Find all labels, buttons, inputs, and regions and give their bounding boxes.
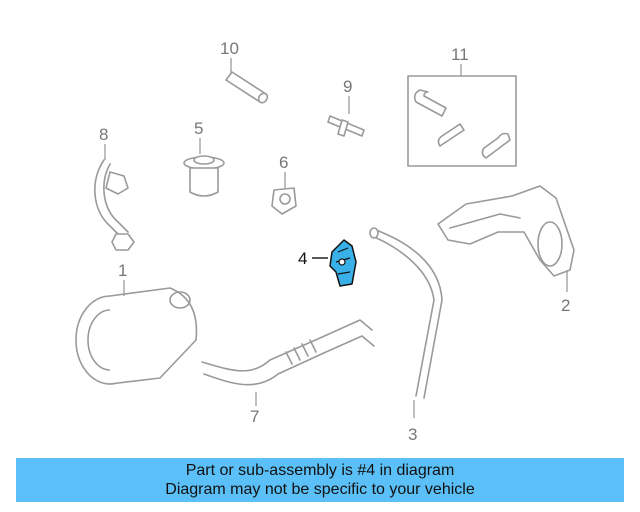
callout-2: 2 [561, 296, 570, 315]
callout-9: 9 [343, 77, 352, 96]
banner-line-2: Diagram may not be specific to your vehi… [165, 481, 475, 498]
callout-6: 6 [279, 153, 288, 172]
part-3-hose[interactable] [369, 227, 443, 399]
callout-3: 3 [408, 425, 417, 444]
part-5-valve[interactable] [183, 155, 225, 197]
part-8-tube[interactable] [94, 159, 135, 251]
callout-1: 1 [118, 261, 127, 280]
callout-7: 7 [250, 407, 259, 426]
part-9-connector[interactable] [327, 115, 365, 137]
part-11-hose-set[interactable] [407, 75, 517, 167]
part-4-bracket-highlighted[interactable] [329, 239, 357, 287]
part-1-air-pump[interactable] [75, 287, 198, 385]
callout-10: 10 [220, 39, 239, 58]
part-2-mount[interactable] [437, 185, 575, 277]
callout-8: 8 [99, 125, 108, 144]
info-banner: Part or sub-assembly is #4 in diagram Di… [16, 458, 624, 502]
callout-5: 5 [194, 119, 203, 138]
part-10-hose[interactable] [225, 71, 269, 104]
callout-4: 4 [298, 249, 307, 268]
part-7-corrugated-hose[interactable] [201, 319, 375, 386]
banner-line-1: Part or sub-assembly is #4 in diagram [185, 462, 455, 479]
part-6-check-valve[interactable] [271, 187, 297, 215]
callout-11: 11 [451, 45, 469, 64]
parts-diagram: 10 11 9 8 5 6 4 [75, 39, 575, 444]
